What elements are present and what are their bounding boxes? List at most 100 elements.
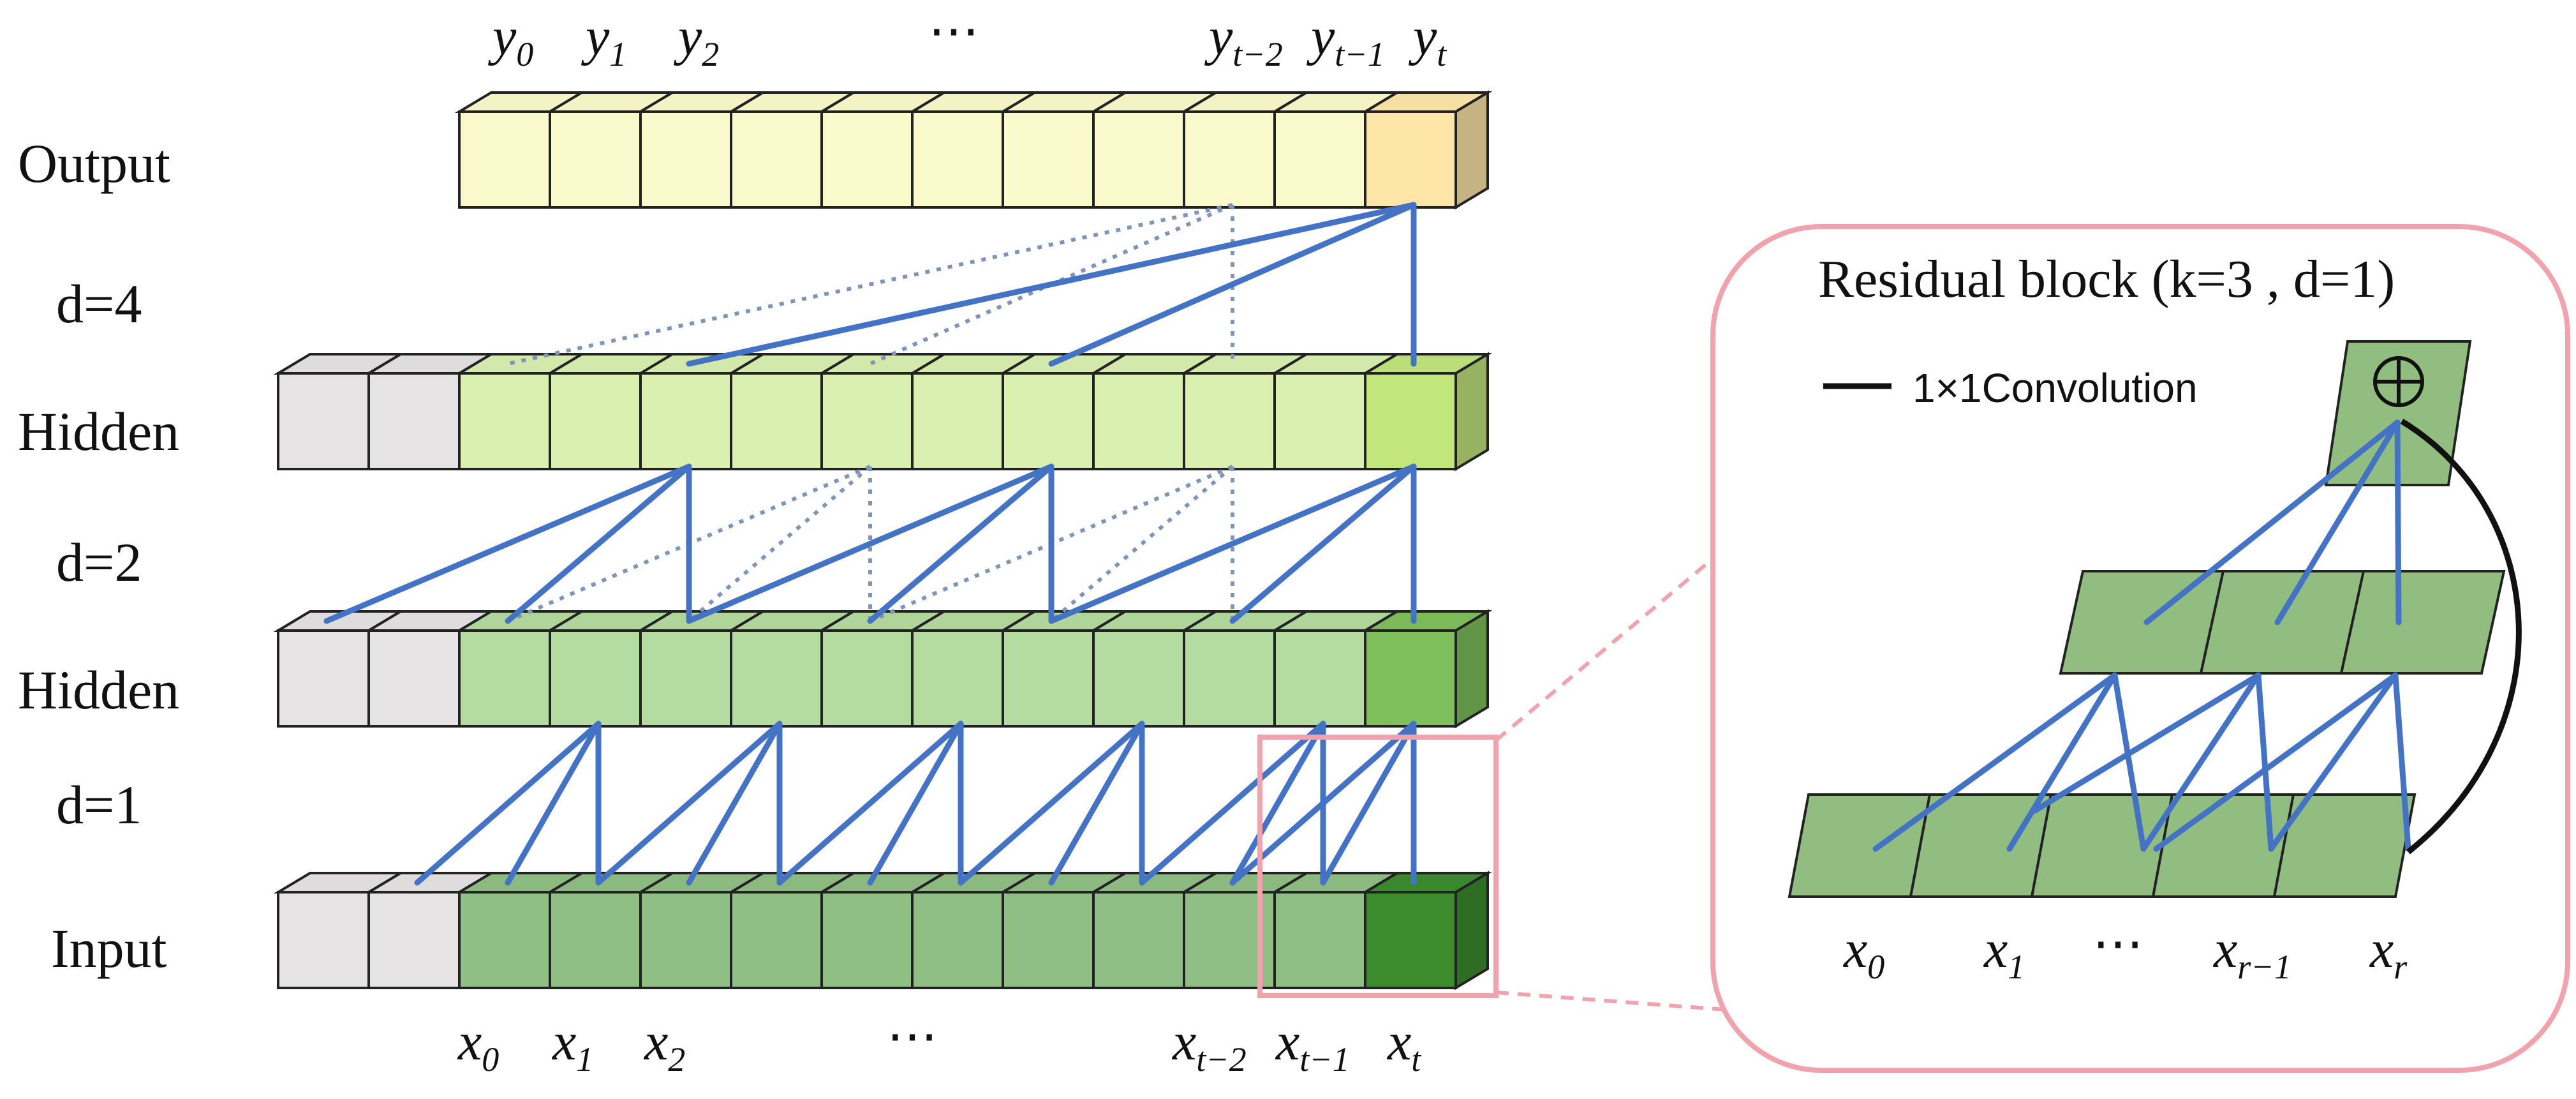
cell-front xyxy=(277,629,370,728)
conn-d1-3-2 xyxy=(505,721,602,886)
cell-front xyxy=(820,372,914,470)
cell-front xyxy=(911,629,1004,728)
block-hidden-cell-0 xyxy=(2059,570,2225,675)
solid-connections xyxy=(323,202,1417,886)
conn-d1-5-4 xyxy=(686,721,783,886)
cell-front xyxy=(1092,629,1185,728)
output-label-yt-1: yt−1 xyxy=(1306,7,1385,73)
cell-front xyxy=(549,891,642,989)
conn-d1-3-1 xyxy=(414,721,602,886)
conn-d2-12-8 xyxy=(1048,463,1417,624)
cell-front xyxy=(1002,891,1095,989)
block-conn-sum-2 xyxy=(2394,419,2402,625)
cell-layer-hidden1-10 xyxy=(1179,610,1312,728)
cell-layer-hidden1-6 xyxy=(817,610,949,728)
output-label-yt-2: yt−2 xyxy=(1204,7,1283,73)
cell-layer-output-7 xyxy=(1088,91,1221,209)
cell-front xyxy=(277,372,370,470)
cell-front xyxy=(1092,372,1185,470)
output-label-ellipsis: ⋯ xyxy=(928,3,979,59)
dilation-label-d1: d=1 xyxy=(56,774,142,835)
cell-layer-input-7 xyxy=(907,872,1040,989)
cell-side xyxy=(1455,871,1489,991)
cell-layer-hidden1-4 xyxy=(635,610,768,728)
cell-front xyxy=(1273,891,1366,989)
cell-layer-hidden2-5 xyxy=(726,353,859,470)
layer-label-input: Input xyxy=(51,918,167,979)
conn-d1-5-3 xyxy=(595,721,783,886)
cell-front xyxy=(1002,110,1095,209)
block-input-labels: x0 x1 ⋯ xr−1 xr xyxy=(1842,916,2408,986)
cell-front xyxy=(820,110,914,209)
zoom-line-top xyxy=(1495,525,1752,742)
cell-front xyxy=(911,891,1004,989)
block-conn-c0 xyxy=(2153,672,2399,852)
cell-layer-output-2 xyxy=(635,91,768,209)
layer-label-output: Output xyxy=(18,133,170,194)
conn-d2-4-2 xyxy=(505,463,692,624)
block-conn-b1 xyxy=(2140,672,2261,852)
block-hidden-row xyxy=(2059,570,2506,675)
cell-layer-input-12 xyxy=(1360,872,1493,989)
conn-d1-11-10 xyxy=(1229,721,1326,886)
cell-front xyxy=(639,110,732,209)
cell-layer-hidden1-8 xyxy=(998,610,1130,728)
cell-front xyxy=(911,372,1004,470)
cell-front xyxy=(458,110,551,209)
output-layer xyxy=(454,90,1493,210)
cell-front xyxy=(730,629,823,728)
cell-front xyxy=(1092,110,1185,209)
output-labels: y0 y1 y2 ⋯ yt−2 yt−1 yt xyxy=(487,3,1447,73)
cell-layer-hidden2-8 xyxy=(998,353,1130,470)
block-conn-a1 xyxy=(2006,672,2118,852)
hidden-layer-2 xyxy=(273,352,1493,472)
input-label-x2: x2 xyxy=(643,1012,685,1079)
block-input-cell-4 xyxy=(2272,793,2417,898)
block-conn-b0 xyxy=(2032,672,2261,814)
conn-d4-dot-2 xyxy=(507,203,1233,366)
residual-block-title: Residual block (k=3 , d=1) xyxy=(1818,250,2395,309)
block-connections xyxy=(1872,419,2411,852)
cell-layer-input-2 xyxy=(454,872,587,989)
cell-front xyxy=(639,372,732,470)
block-input-cell-0 xyxy=(1788,793,1932,898)
cell-layer-output-3 xyxy=(726,91,859,209)
input-label-xt-1: xt−1 xyxy=(1275,1012,1350,1079)
cell-front xyxy=(1273,629,1366,728)
cell-front xyxy=(549,372,642,470)
cell-layer-output-0 xyxy=(454,91,587,209)
cell-front xyxy=(1183,629,1276,728)
conn-d2-4-0 xyxy=(323,463,692,624)
block-conn-a2 xyxy=(2112,672,2147,852)
cell-front xyxy=(639,629,732,728)
cell-front xyxy=(549,110,642,209)
block-input-cell-2 xyxy=(2030,793,2174,898)
cell-layer-hidden1-12 xyxy=(1360,610,1493,728)
cell-front xyxy=(730,110,823,209)
zoom-line-bottom xyxy=(1495,991,1752,1013)
cell-layer-hidden2-10 xyxy=(1179,353,1312,470)
input-layer xyxy=(273,871,1493,991)
cell-front xyxy=(1364,891,1457,989)
conn-d1-12-10 xyxy=(1229,721,1417,886)
cell-layer-input-9 xyxy=(1088,872,1221,989)
cell-front xyxy=(1364,372,1457,470)
block-conn-a0 xyxy=(1872,672,2118,852)
block-conn-c1 xyxy=(2268,672,2399,852)
input-label-xt-2: xt−2 xyxy=(1171,1012,1247,1079)
cell-layer-hidden1-2 xyxy=(454,610,587,728)
cell-layer-output-8 xyxy=(1179,91,1312,209)
block-conn-c2 xyxy=(2392,672,2411,852)
input-label-xt: xt xyxy=(1386,1012,1422,1079)
cell-layer-input-11 xyxy=(1269,872,1402,989)
conn-d2-12-10 xyxy=(1229,463,1417,624)
cell-front xyxy=(1002,372,1095,470)
cell-front xyxy=(367,372,461,470)
cell-layer-output-5 xyxy=(907,91,1040,209)
conn-d1-12-11 xyxy=(1320,721,1417,886)
cell-front xyxy=(1364,110,1457,209)
cell-front xyxy=(820,629,914,728)
conn-d4-8 xyxy=(1048,202,1417,367)
cell-layer-hidden2-6 xyxy=(817,353,949,470)
cell-front xyxy=(1273,372,1366,470)
